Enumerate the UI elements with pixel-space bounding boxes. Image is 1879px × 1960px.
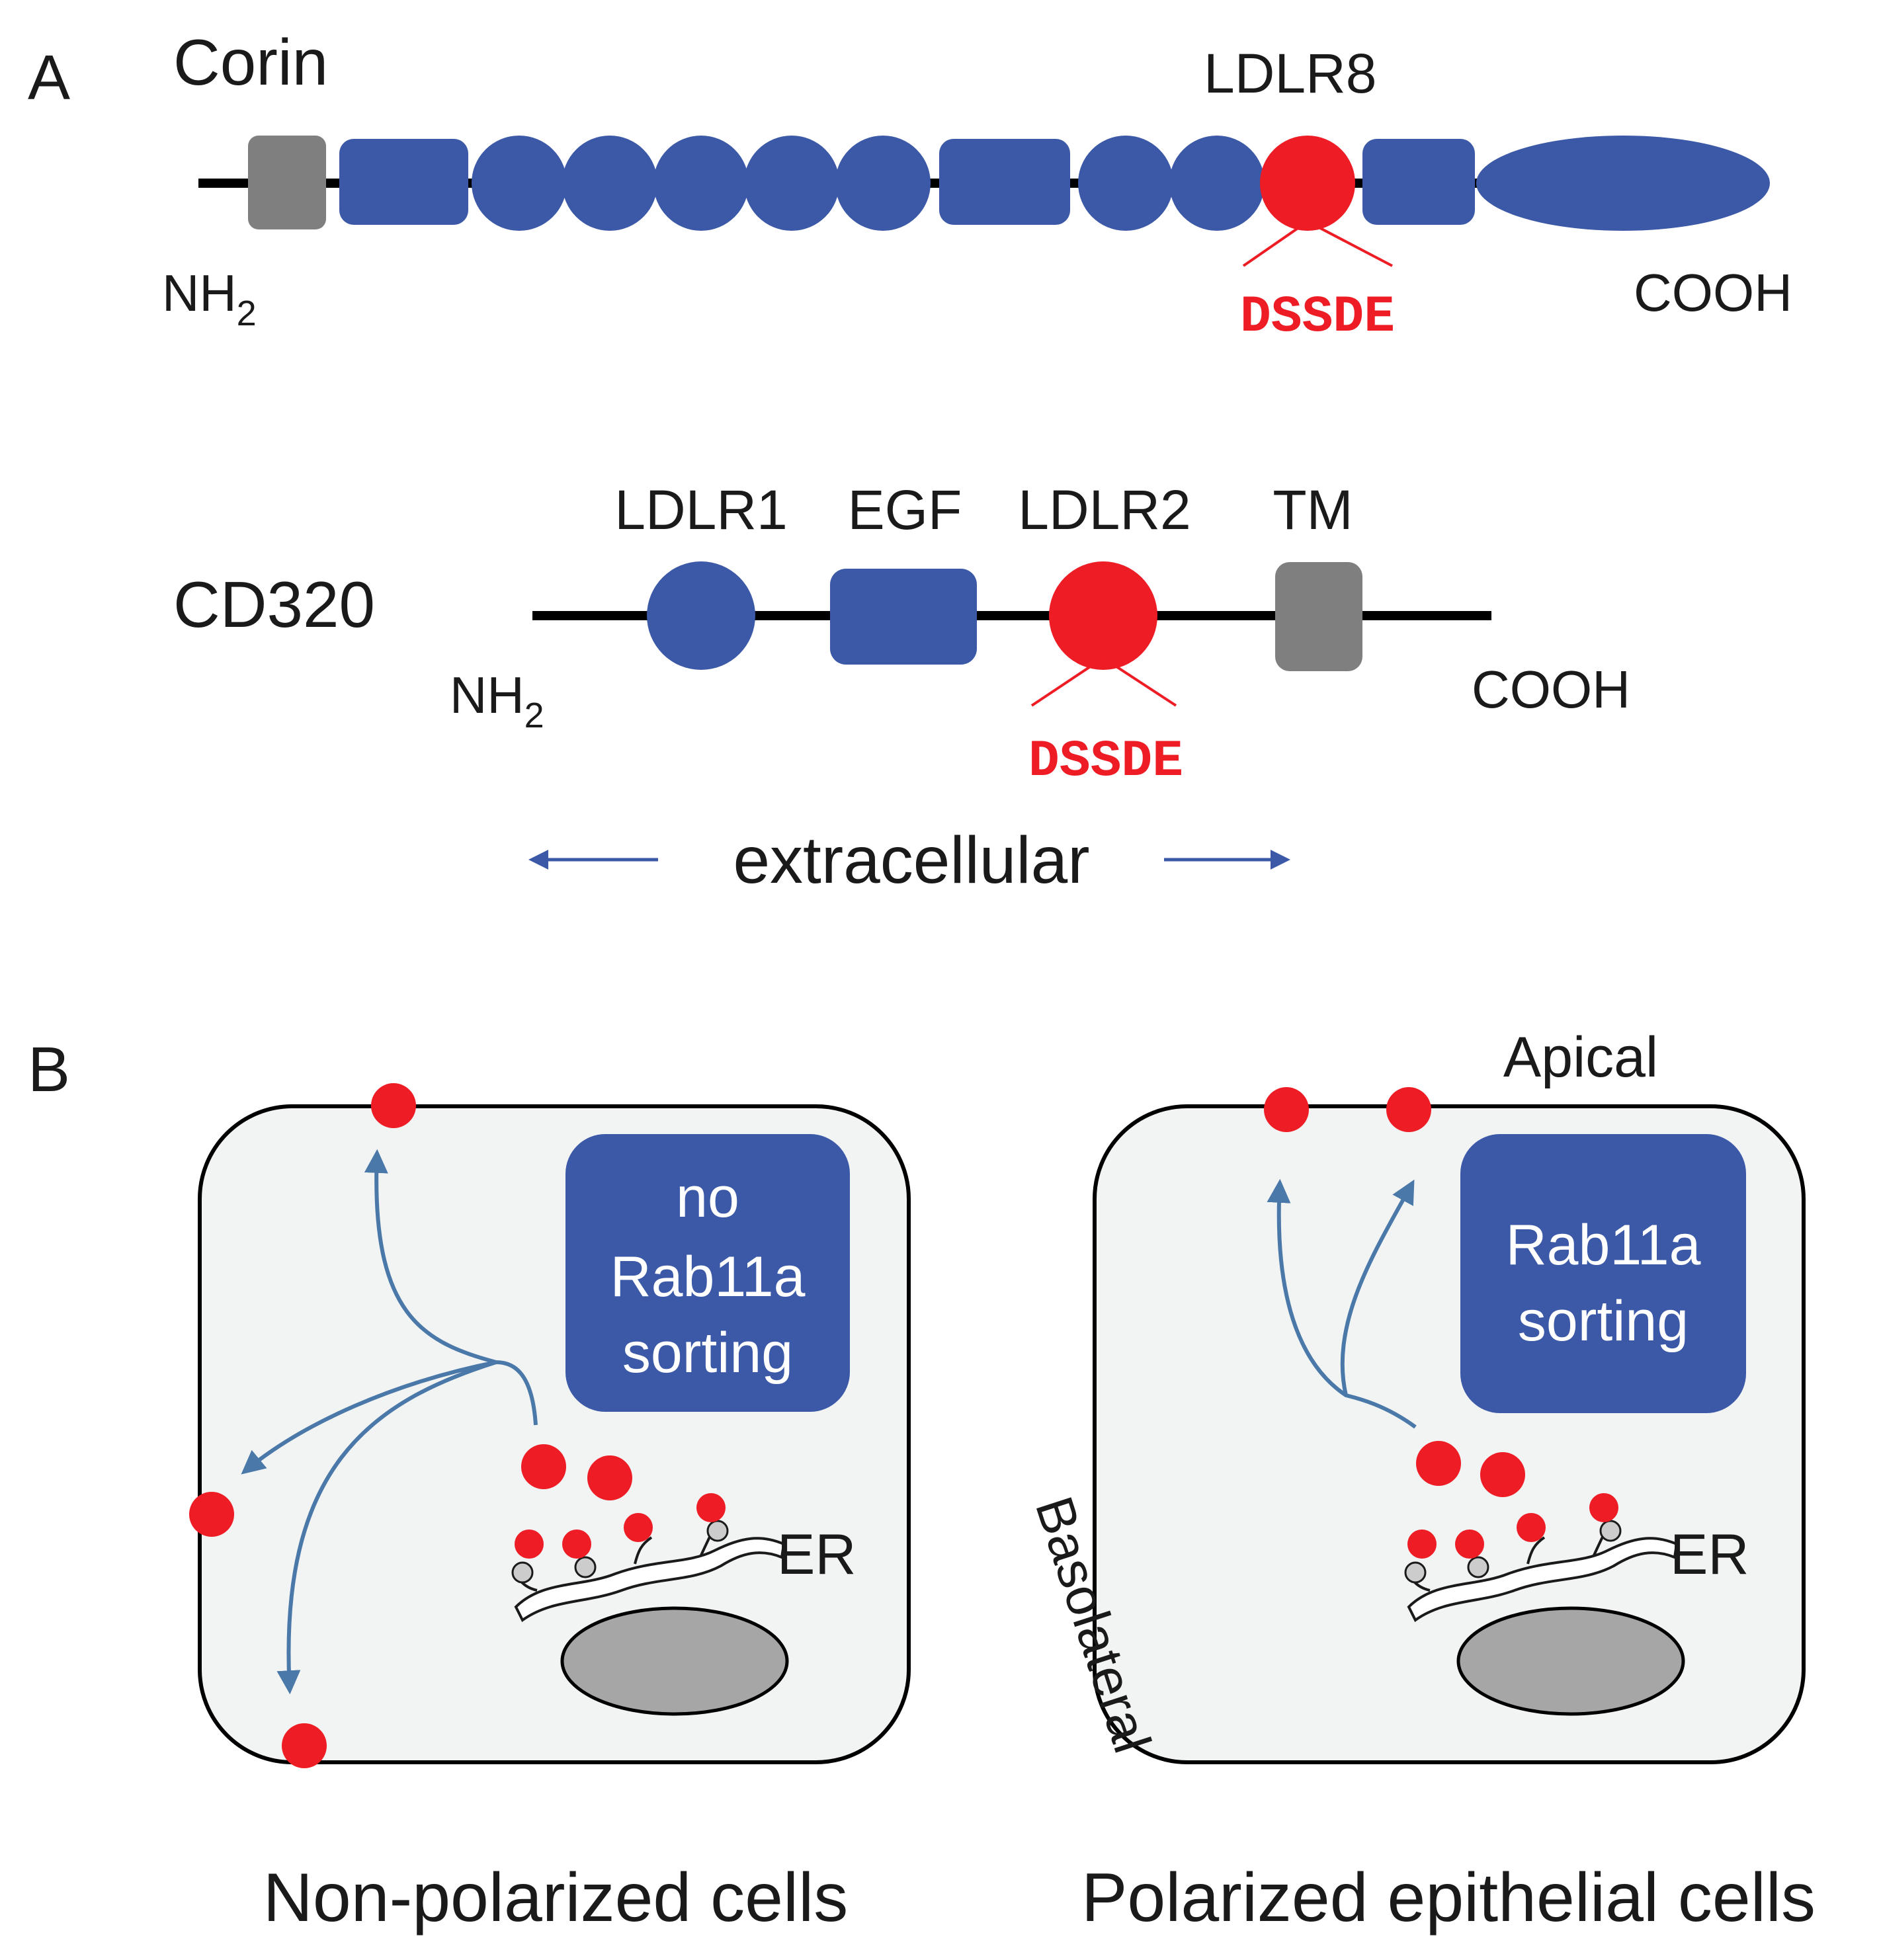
cd320-domain-label-egf: EGF (848, 479, 962, 541)
left-surface-dot-top (371, 1083, 416, 1128)
cd320-motif-label: DSSDE (1028, 733, 1183, 791)
right-er-protein-2 (1455, 1530, 1484, 1559)
left-er-protein-4 (696, 1493, 726, 1522)
corin-domain-box-3 (1362, 139, 1475, 225)
corin-ldlr8-domain (1260, 136, 1355, 231)
left-nucleus (560, 1606, 789, 1716)
left-surface-dot-side (189, 1492, 234, 1537)
right-er-bud-1 (1404, 1561, 1427, 1584)
left-arrow-left (241, 1360, 497, 1475)
right-er (1404, 1493, 1679, 1622)
rab11a-sorting-box (1460, 1134, 1746, 1413)
corin-diagram: Corin LDLR8 DSSDE NH2 COOH (162, 26, 1792, 347)
no-rab11a-line-1: no (676, 1166, 739, 1229)
left-er-protein-2 (562, 1530, 591, 1559)
cd320-egf-domain (830, 569, 977, 665)
apical-label: Apical (1503, 1026, 1658, 1089)
right-er-bud-2 (1467, 1556, 1489, 1578)
no-rab11a-sorting-box (565, 1134, 850, 1412)
right-arrow-1 (1267, 1178, 1417, 1429)
cd320-name: CD320 (173, 568, 375, 641)
cd320-diagram: CD320 LDLR1 EGF LDLR2 TM DSSDE NH2 COOH … (173, 479, 1630, 897)
corin-name: Corin (173, 26, 328, 99)
right-er-bud-3 (1599, 1520, 1622, 1542)
corin-ldlr-1 (472, 136, 567, 231)
right-er-protein-4 (1589, 1493, 1618, 1522)
rab11a-line-2: sorting (1518, 1289, 1689, 1353)
right-apical-dot-2 (1386, 1087, 1431, 1132)
corin-protease-domain (1476, 136, 1770, 231)
corin-motif-pointer (1242, 220, 1393, 267)
left-er-bud-3 (706, 1520, 729, 1542)
left-er (511, 1493, 786, 1622)
right-nucleus (1456, 1606, 1685, 1716)
cd320-domain-label-ldlr2: LDLR2 (1018, 479, 1190, 541)
corin-ldlr-2 (562, 136, 657, 231)
corin-tm-domain (248, 136, 326, 229)
cd320-domain-label-tm: TM (1273, 479, 1353, 541)
left-er-bud-1 (511, 1561, 534, 1584)
cd320-ldlr2-domain (1049, 561, 1157, 670)
no-rab11a-line-2: Rab11a (610, 1245, 806, 1309)
left-er-bud-2 (574, 1556, 597, 1578)
left-surface-dot-bottom (282, 1723, 327, 1768)
corin-nterm-label: NH2 (162, 264, 257, 333)
non-polarized-caption: Non-polarized cells (263, 1859, 848, 1936)
cd320-nterm-label: NH2 (450, 666, 544, 735)
no-rab11a-line-3: sorting (622, 1321, 793, 1385)
cd320-domain-label-ldlr1: LDLR1 (614, 479, 787, 541)
non-polarized-cell: no Rab11a sorting ER Non-p (189, 1083, 911, 1936)
left-vesicle-1 (521, 1444, 566, 1489)
corin-ldlr-3 (653, 136, 749, 231)
left-er-label: ER (777, 1523, 856, 1586)
right-er-protein-3 (1517, 1513, 1546, 1542)
corin-ldlr-5 (835, 136, 931, 231)
right-apical-dot-1 (1264, 1087, 1309, 1132)
polarized-caption: Polarized epithelial cells (1081, 1859, 1816, 1936)
left-er-branch-2 (634, 1536, 653, 1565)
panel-b-label: B (28, 1034, 70, 1105)
extracellular-label: extracellular (733, 823, 1089, 897)
left-vesicle-2 (587, 1455, 632, 1500)
polarized-cell: Apical Basolateral Rab11a sorting ER (1024, 1026, 1816, 1936)
right-er-body (1407, 1537, 1679, 1622)
left-er-protein-1 (515, 1530, 544, 1559)
panel-a-label: A (28, 42, 70, 113)
left-er-protein-3 (624, 1513, 653, 1542)
corin-ldlr-7 (1169, 136, 1265, 231)
right-er-protein-1 (1407, 1530, 1437, 1559)
cd320-motif-pointer (1030, 656, 1177, 707)
right-vesicle-1 (1416, 1441, 1461, 1486)
cd320-ldlr1-domain (647, 561, 755, 670)
corin-ldlr-6 (1078, 136, 1173, 231)
right-er-branch-2 (1526, 1536, 1546, 1565)
cd320-tm-domain (1275, 562, 1362, 671)
left-er-body (514, 1537, 786, 1622)
corin-domain-box-2 (939, 139, 1070, 225)
corin-ldlr8-label: LDLR8 (1204, 42, 1376, 104)
right-er-label: ER (1670, 1523, 1749, 1586)
corin-ldlr-4 (744, 136, 839, 231)
right-arrow-2 (1340, 1179, 1415, 1396)
right-vesicle-2 (1480, 1452, 1525, 1497)
rab11a-line-1: Rab11a (1506, 1213, 1701, 1277)
corin-cterm-label: COOH (1634, 263, 1792, 322)
left-arrow-top (364, 1149, 538, 1426)
left-arrow-bottom (276, 1360, 497, 1695)
corin-domain-box-1 (339, 139, 468, 225)
corin-motif-label: DSSDE (1240, 288, 1395, 347)
cd320-cterm-label: COOH (1472, 660, 1630, 719)
